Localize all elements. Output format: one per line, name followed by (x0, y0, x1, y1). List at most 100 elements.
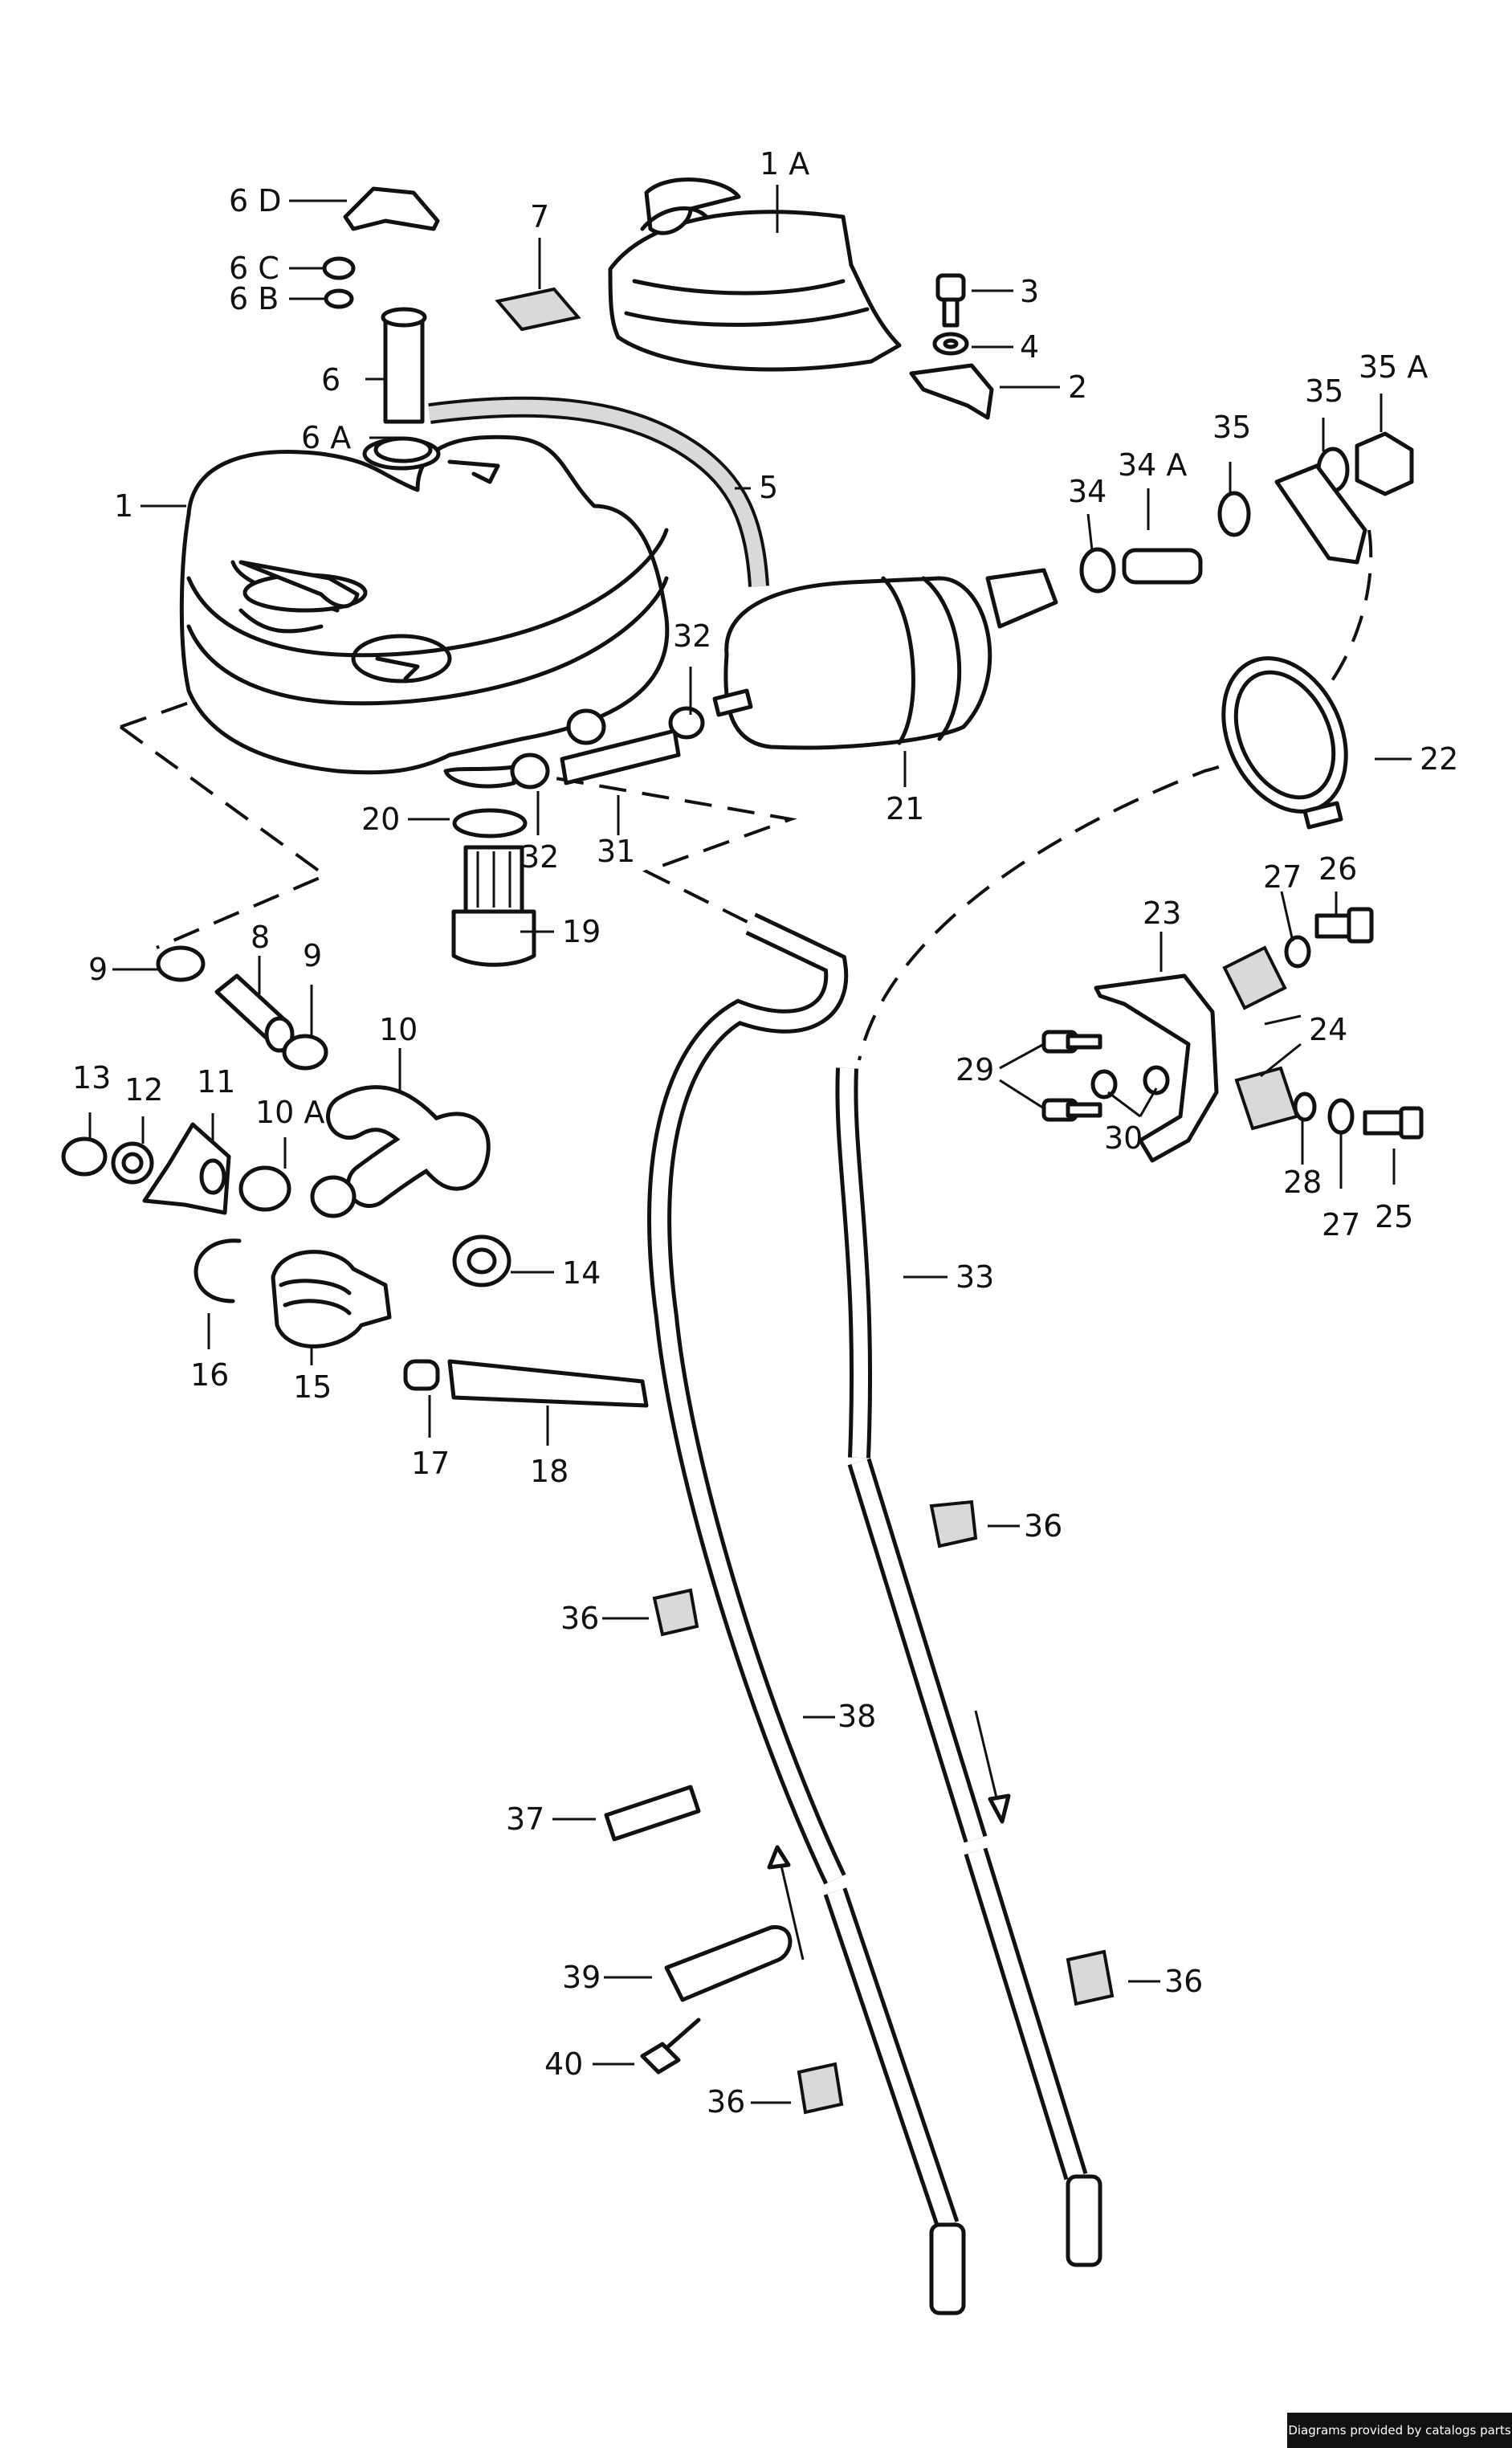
part-4-washer (932, 332, 969, 356)
leader-lines (88, 185, 1412, 2104)
part-37-tube (604, 1785, 701, 1842)
callout-35a: 35 (1212, 410, 1251, 445)
callout-22: 22 (1420, 741, 1458, 777)
callout-35b: 35 (1305, 373, 1343, 409)
callout-25: 25 (1375, 1199, 1413, 1234)
callout-38: 38 (838, 1699, 876, 1734)
callout-13: 13 (72, 1060, 111, 1095)
callout-3: 3 (1020, 274, 1039, 309)
part-3-bolt (935, 273, 966, 328)
part-11-bracket (142, 1122, 231, 1215)
callout-5: 5 (759, 470, 778, 505)
part-33-fuel-line (835, 1067, 873, 1459)
callout-6A: 6 A (301, 420, 351, 455)
callout-labels: 1 1 A 2 3 4 5 6 6 A 6 B 6 C 6 D 7 8 9 9 … (72, 146, 1458, 2120)
callout-34A: 34 A (1118, 447, 1187, 483)
callout-12: 12 (124, 1072, 163, 1108)
part-36-grommet-a (929, 1499, 978, 1548)
callout-7: 7 (530, 199, 549, 235)
callout-36d: 36 (707, 2084, 745, 2120)
callout-10A: 10 A (255, 1095, 324, 1130)
part-32-hose-clamps (510, 706, 705, 789)
part-12-collar (111, 1141, 154, 1185)
callout-1: 1 (114, 488, 133, 524)
part-6-sender-tube (381, 307, 427, 424)
part-17-fitting (403, 1359, 440, 1391)
callout-10: 10 (379, 1012, 418, 1047)
callout-18: 18 (530, 1454, 569, 1489)
part-34-washer (1079, 547, 1116, 594)
part-18-hose (447, 1359, 649, 1408)
pump-outlet-pipe (1274, 463, 1367, 565)
part-24-rubber-mounts (1222, 945, 1299, 1131)
callout-2: 2 (1068, 369, 1087, 405)
part-30-washers (1090, 1065, 1170, 1100)
part-6A-gasket (373, 436, 433, 463)
callout-33: 33 (956, 1259, 994, 1295)
callout-31: 31 (597, 834, 635, 869)
callout-8: 8 (251, 920, 270, 955)
callout-40: 40 (544, 2046, 583, 2082)
callout-36c: 36 (1164, 1964, 1203, 1999)
callout-9b: 9 (303, 938, 322, 973)
part-34A-banjo-bolt (1122, 548, 1203, 585)
part-38-fuel-line (647, 912, 966, 2315)
callout-6B: 6 B (229, 281, 279, 316)
callout-17: 17 (411, 1446, 450, 1481)
part-15-filler-neck (271, 1250, 392, 1348)
part-10-filler-hose (326, 1085, 491, 1208)
callout-36b: 36 (560, 1601, 599, 1636)
part-36-grommet-b (652, 1588, 699, 1637)
callout-16: 16 (190, 1357, 229, 1393)
callout-4: 4 (1020, 329, 1039, 365)
part-29-screws (1041, 1030, 1102, 1122)
callout-32a: 32 (673, 618, 711, 654)
part-20-seal (452, 808, 528, 838)
callout-6C: 6 C (229, 251, 279, 286)
callout-20: 20 (361, 802, 400, 837)
callout-36a: 36 (1024, 1508, 1062, 1544)
credit-badge: Diagrams provided by catalogs parts (1287, 2413, 1512, 2448)
callout-27a: 27 (1263, 859, 1302, 895)
callout-29: 29 (956, 1052, 994, 1087)
callout-26: 26 (1318, 851, 1357, 887)
callout-6: 6 (321, 362, 340, 398)
flow-arrow-down (974, 1710, 1011, 1824)
callout-14: 14 (562, 1255, 601, 1291)
part-39-clip (664, 1925, 793, 2002)
callout-35A: 35 A (1359, 349, 1428, 385)
callout-28: 28 (1283, 1165, 1322, 1200)
part-9-hose-clamp-left (156, 945, 206, 982)
part-36-grommet-d (797, 2062, 844, 2115)
callout-24: 24 (1309, 1012, 1347, 1047)
callout-27b: 27 (1322, 1207, 1360, 1242)
callout-11: 11 (197, 1064, 235, 1100)
part-13-cap (61, 1136, 108, 1177)
callout-15: 15 (293, 1369, 332, 1405)
callout-6D: 6 D (229, 183, 282, 218)
callout-1A: 1 A (760, 146, 809, 182)
callout-30: 30 (1104, 1120, 1143, 1156)
part-6C-nut (322, 256, 356, 280)
part-1A-tank-cover (608, 177, 902, 372)
part-7-pad (495, 287, 581, 332)
part-21-fuel-pump (712, 568, 1058, 750)
callout-23: 23 (1143, 896, 1181, 931)
part-10A-clamps (238, 1165, 357, 1218)
part-2-bracket (909, 363, 994, 420)
callout-32b: 32 (520, 839, 559, 875)
callout-19: 19 (562, 914, 601, 949)
part-8-connector-tube (214, 973, 295, 1053)
part-23-pump-bracket (1094, 973, 1219, 1163)
flow-arrow-up (767, 1845, 805, 1960)
part-5-vent-hose (428, 396, 769, 587)
part-19-strainer (451, 845, 536, 967)
callout-9a: 9 (88, 952, 108, 987)
part-31-hose (560, 728, 681, 785)
part-9-hose-clamp-right (282, 1034, 328, 1071)
part-40-screw (640, 2018, 701, 2075)
callout-37: 37 (506, 1801, 544, 1837)
part-6D-clip (343, 186, 440, 231)
callout-21: 21 (886, 791, 924, 826)
